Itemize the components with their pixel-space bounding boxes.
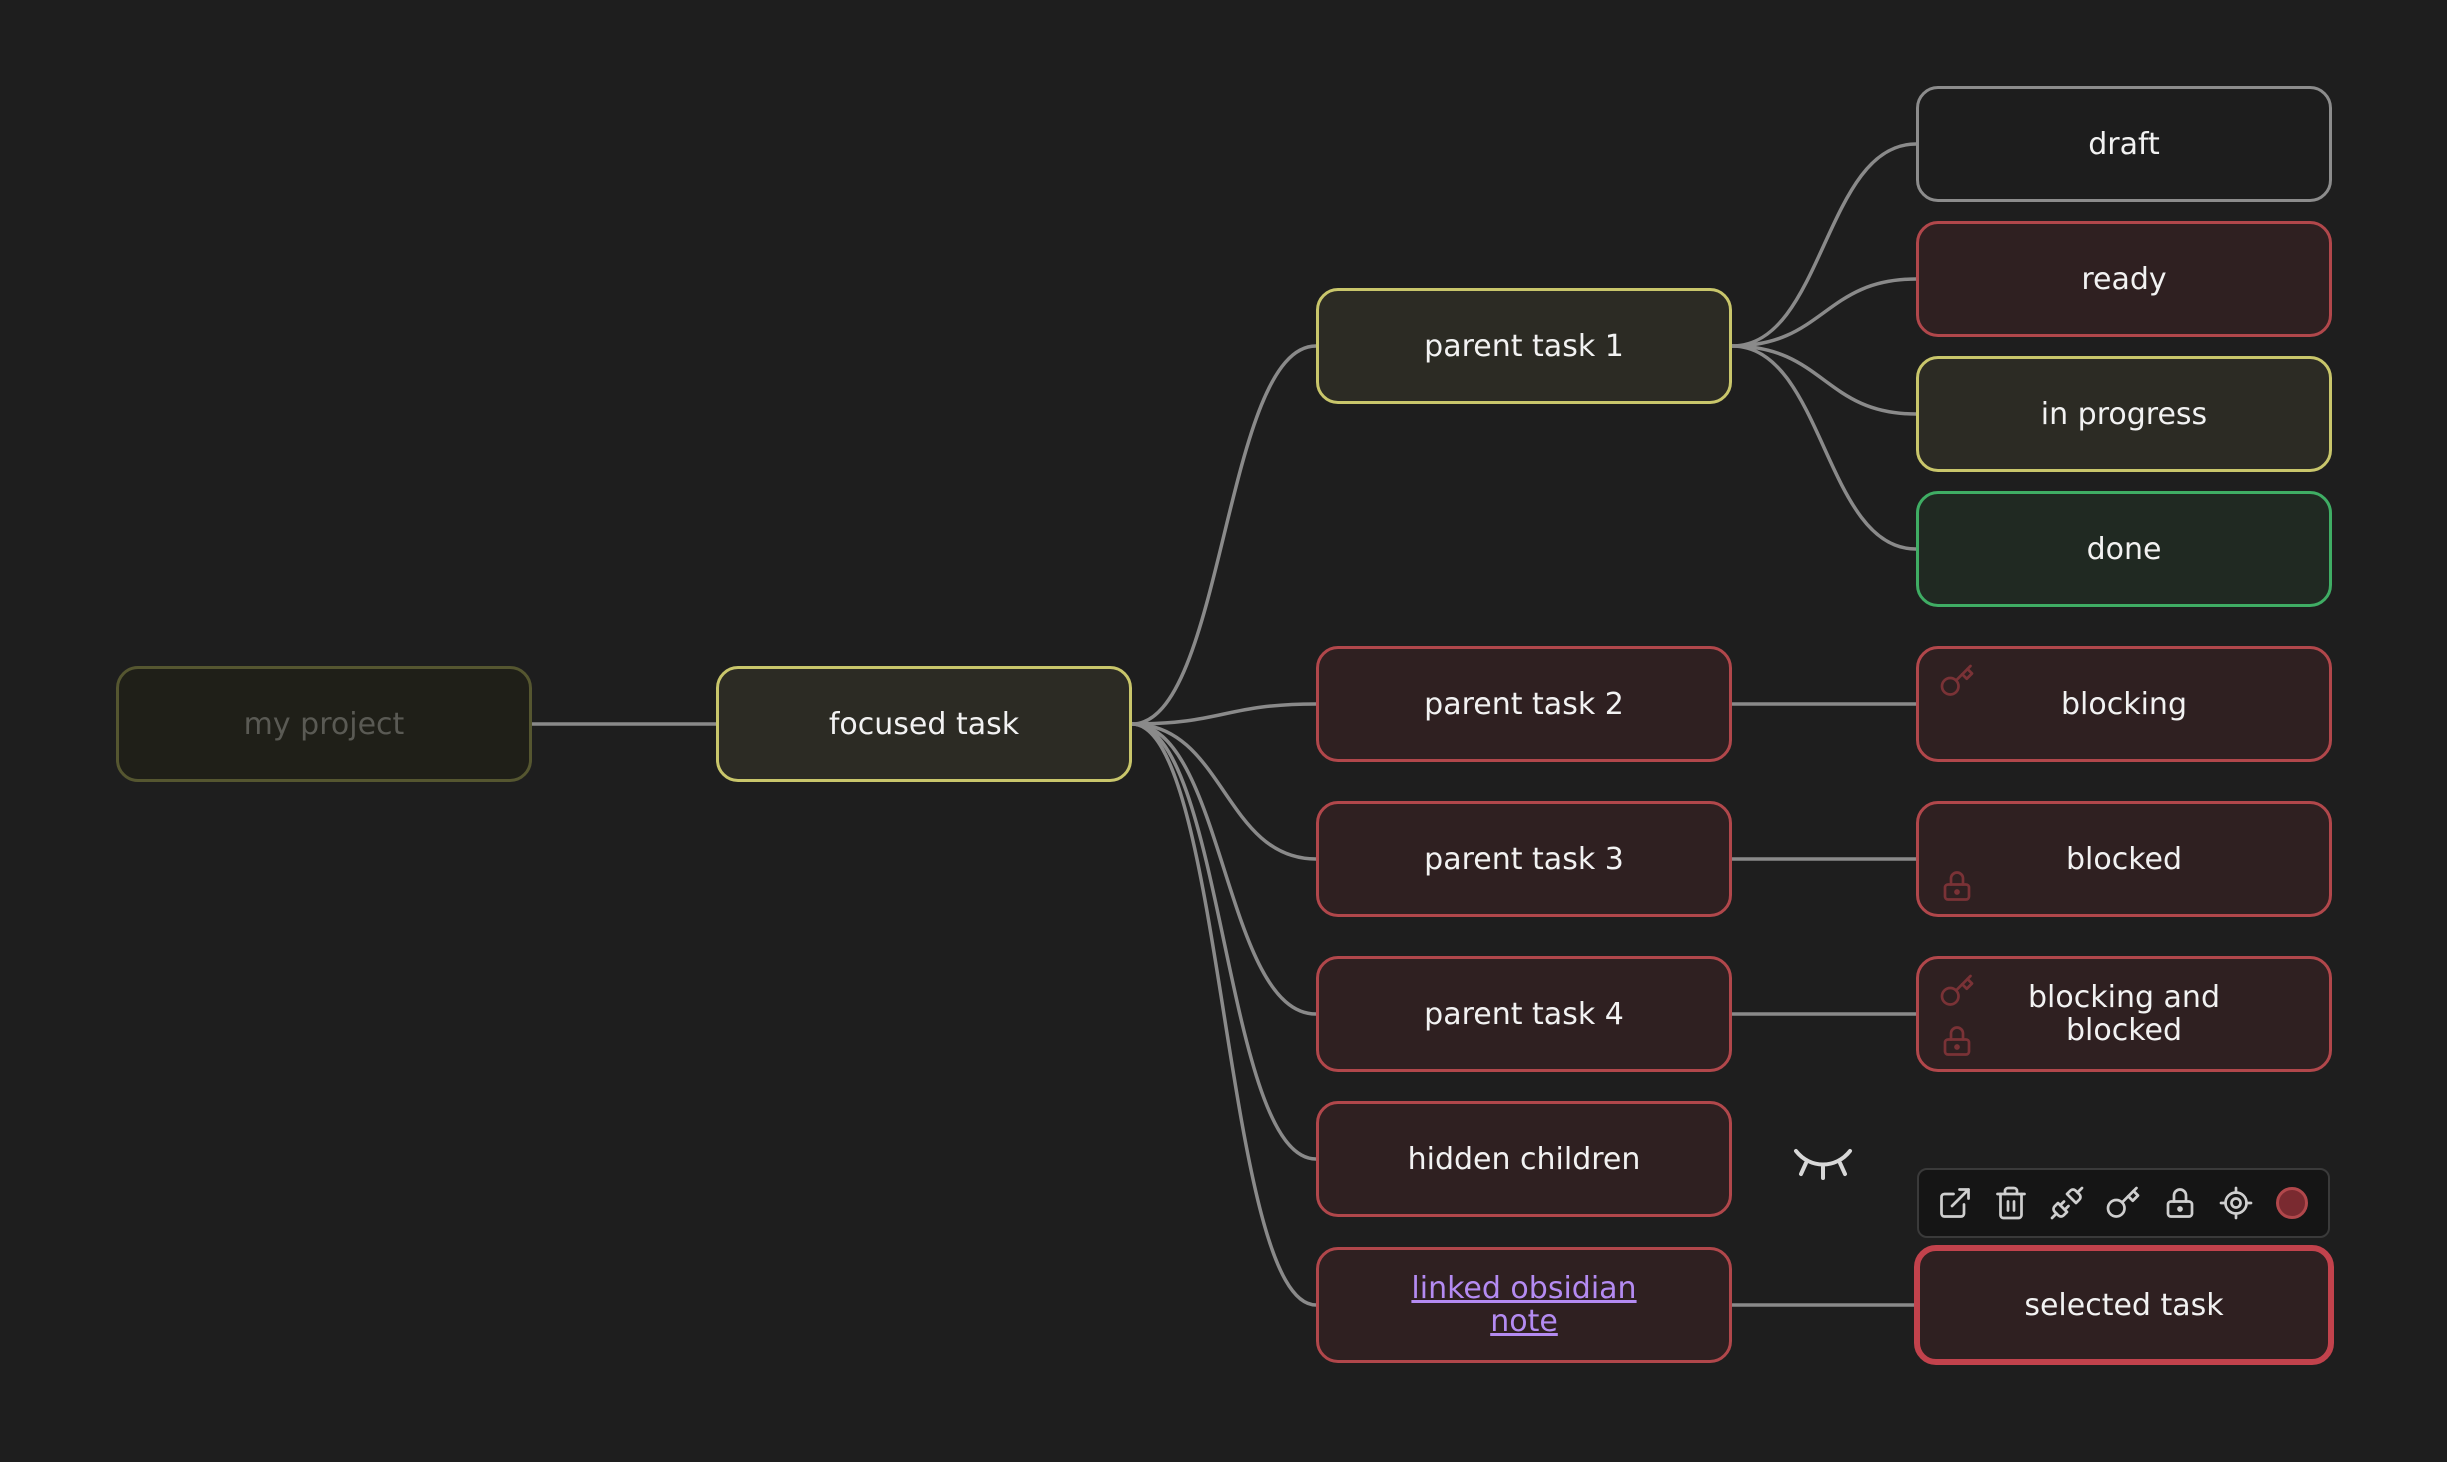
node-label: hidden children bbox=[1407, 1141, 1641, 1177]
blocked-button[interactable] bbox=[2160, 1183, 2200, 1223]
node-label: blocking bbox=[2061, 686, 2187, 722]
node-parent-task-4[interactable]: parent task 4 bbox=[1316, 956, 1732, 1072]
node-ready[interactable]: ready bbox=[1916, 221, 2332, 337]
key-icon bbox=[2107, 1186, 2140, 1218]
node-blocking-and-blocked[interactable]: blocking and blocked bbox=[1916, 956, 2332, 1072]
node-parent-task-3[interactable]: parent task 3 bbox=[1316, 801, 1732, 917]
edge-parent1-done bbox=[1731, 344, 1917, 551]
key-icon bbox=[1939, 663, 1975, 699]
node-label: draft bbox=[2088, 126, 2160, 162]
node-label: blocking and blocked bbox=[2028, 980, 2220, 1048]
lock-icon bbox=[1939, 1023, 1975, 1059]
trash-icon bbox=[1996, 1186, 2027, 1220]
edge-focused-linked bbox=[1131, 722, 1317, 1307]
node-linked-obsidian-note[interactable]: linked obsidian note bbox=[1316, 1247, 1732, 1363]
target-icon bbox=[2219, 1186, 2253, 1220]
key-icon bbox=[1939, 973, 1975, 1009]
unlink-button[interactable] bbox=[2047, 1183, 2087, 1223]
edge-parent1-draft bbox=[1731, 142, 1917, 348]
open-note-button[interactable] bbox=[1935, 1183, 1975, 1223]
edge-focused-parent4 bbox=[1131, 722, 1317, 1016]
closed-eye-icon[interactable] bbox=[1792, 1143, 1854, 1181]
node-label: linked obsidian note bbox=[1319, 1272, 1729, 1338]
node-label: in progress bbox=[2040, 396, 2208, 432]
node-my-project[interactable]: my project bbox=[116, 666, 532, 782]
lock-icon bbox=[2166, 1188, 2193, 1218]
node-label: parent task 2 bbox=[1424, 686, 1624, 722]
node-focused-task[interactable]: focused task bbox=[716, 666, 1132, 782]
node-label: focused task bbox=[828, 706, 1020, 742]
unlink-icon bbox=[2050, 1186, 2084, 1220]
node-label: parent task 3 bbox=[1424, 841, 1624, 877]
node-label: parent task 1 bbox=[1424, 328, 1624, 364]
color-swatch bbox=[2275, 1187, 2308, 1219]
node-hidden-children[interactable]: hidden children bbox=[1316, 1101, 1732, 1217]
lock-icon bbox=[1939, 868, 1975, 904]
focus-button[interactable] bbox=[2216, 1183, 2256, 1223]
edge-parent1-ready bbox=[1731, 277, 1917, 348]
status-color-button[interactable] bbox=[2272, 1183, 2312, 1223]
edge-parent1-inprogress bbox=[1731, 344, 1917, 416]
node-draft[interactable]: draft bbox=[1916, 86, 2332, 202]
node-blocking[interactable]: blocking bbox=[1916, 646, 2332, 762]
node-parent-task-1[interactable]: parent task 1 bbox=[1316, 288, 1732, 404]
edge-focused-parent1 bbox=[1131, 344, 1317, 726]
node-label: my project bbox=[243, 706, 405, 742]
delete-button[interactable] bbox=[1991, 1183, 2031, 1223]
node-label: blocked bbox=[2065, 841, 2183, 877]
node-label: ready bbox=[2081, 261, 2167, 297]
node-toolbar bbox=[1917, 1168, 2330, 1238]
edge-focused-parent3 bbox=[1131, 722, 1317, 861]
node-selected-task[interactable]: selected task bbox=[1914, 1245, 2334, 1365]
node-label: selected task bbox=[2024, 1287, 2224, 1323]
edge-focused-hidden bbox=[1131, 722, 1317, 1161]
obsidian-note-link[interactable]: linked obsidian note bbox=[1411, 1271, 1637, 1339]
node-blocked[interactable]: blocked bbox=[1916, 801, 2332, 917]
node-in-progress[interactable]: in progress bbox=[1916, 356, 2332, 472]
node-done[interactable]: done bbox=[1916, 491, 2332, 607]
node-label: parent task 4 bbox=[1424, 996, 1624, 1032]
edge-focused-parent2 bbox=[1131, 702, 1317, 726]
open-note-icon bbox=[1940, 1188, 1970, 1218]
node-parent-task-2[interactable]: parent task 2 bbox=[1316, 646, 1732, 762]
blocking-button[interactable] bbox=[2103, 1183, 2143, 1223]
node-label: done bbox=[2086, 531, 2162, 567]
